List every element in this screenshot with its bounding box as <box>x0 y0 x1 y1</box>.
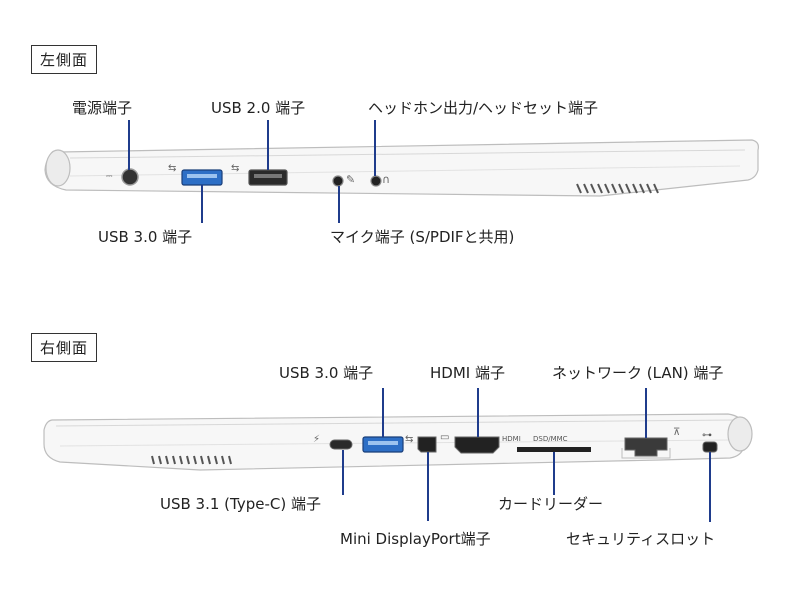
svg-text:⎓: ⎓ <box>106 171 113 180</box>
lock-icon: ⊶ <box>702 430 712 441</box>
label-lan-port: ネットワーク (LAN) 端子 <box>552 364 724 382</box>
usb-symbol-icon: ⇆ <box>168 163 177 174</box>
card-slot-print: DSD/MMC <box>533 435 568 443</box>
usb-symbol-icon: ⇆ <box>231 163 240 174</box>
leader-line-minidp <box>427 452 429 521</box>
leader-line-headphone <box>374 120 376 176</box>
headphone-icon: ∩ <box>382 173 391 186</box>
mic-icon: ✎ <box>346 173 356 186</box>
leader-line-lock <box>709 452 711 522</box>
leader-line-mic <box>338 186 340 223</box>
leader-line-power <box>128 120 130 170</box>
label-security-slot: セキュリティスロット <box>566 530 716 548</box>
leader-line-card <box>553 452 555 495</box>
label-power-port: 電源端子 <box>72 99 133 117</box>
label-usb31-port: USB 3.1 (Type-C) 端子 <box>160 495 321 513</box>
label-headphone-port: ヘッドホン出力/ヘッドセット端子 <box>368 99 599 117</box>
label-minidp-port: Mini DisplayPort端子 <box>340 530 491 548</box>
label-usb30-port-right: USB 3.0 端子 <box>279 364 374 382</box>
label-hdmi-port: HDMI 端子 <box>430 364 505 382</box>
usb-symbol-icon: ⇆ <box>405 434 414 445</box>
label-card-reader: カードリーダー <box>498 495 604 513</box>
leader-line-usb31 <box>342 450 344 495</box>
leader-line-usb30-right <box>382 388 384 437</box>
leader-line-hdmi <box>477 388 479 437</box>
left-side-title: 左側面 <box>31 45 98 74</box>
leader-line-usb30 <box>201 185 203 223</box>
hdmi-print: HDMI <box>502 435 521 443</box>
label-usb20-port: USB 2.0 端子 <box>211 99 306 117</box>
network-icon: ⊼ <box>673 427 681 438</box>
right-side-title: 右側面 <box>31 333 98 362</box>
leader-line-usb20 <box>267 120 269 170</box>
display-icon: ▭ <box>440 432 450 443</box>
leader-line-lan <box>645 388 647 438</box>
thunderbolt-icon: ⚡ <box>313 434 321 445</box>
label-mic-port: マイク端子 (S/PDIFと共用) <box>330 228 515 246</box>
label-usb30-port: USB 3.0 端子 <box>98 228 193 246</box>
